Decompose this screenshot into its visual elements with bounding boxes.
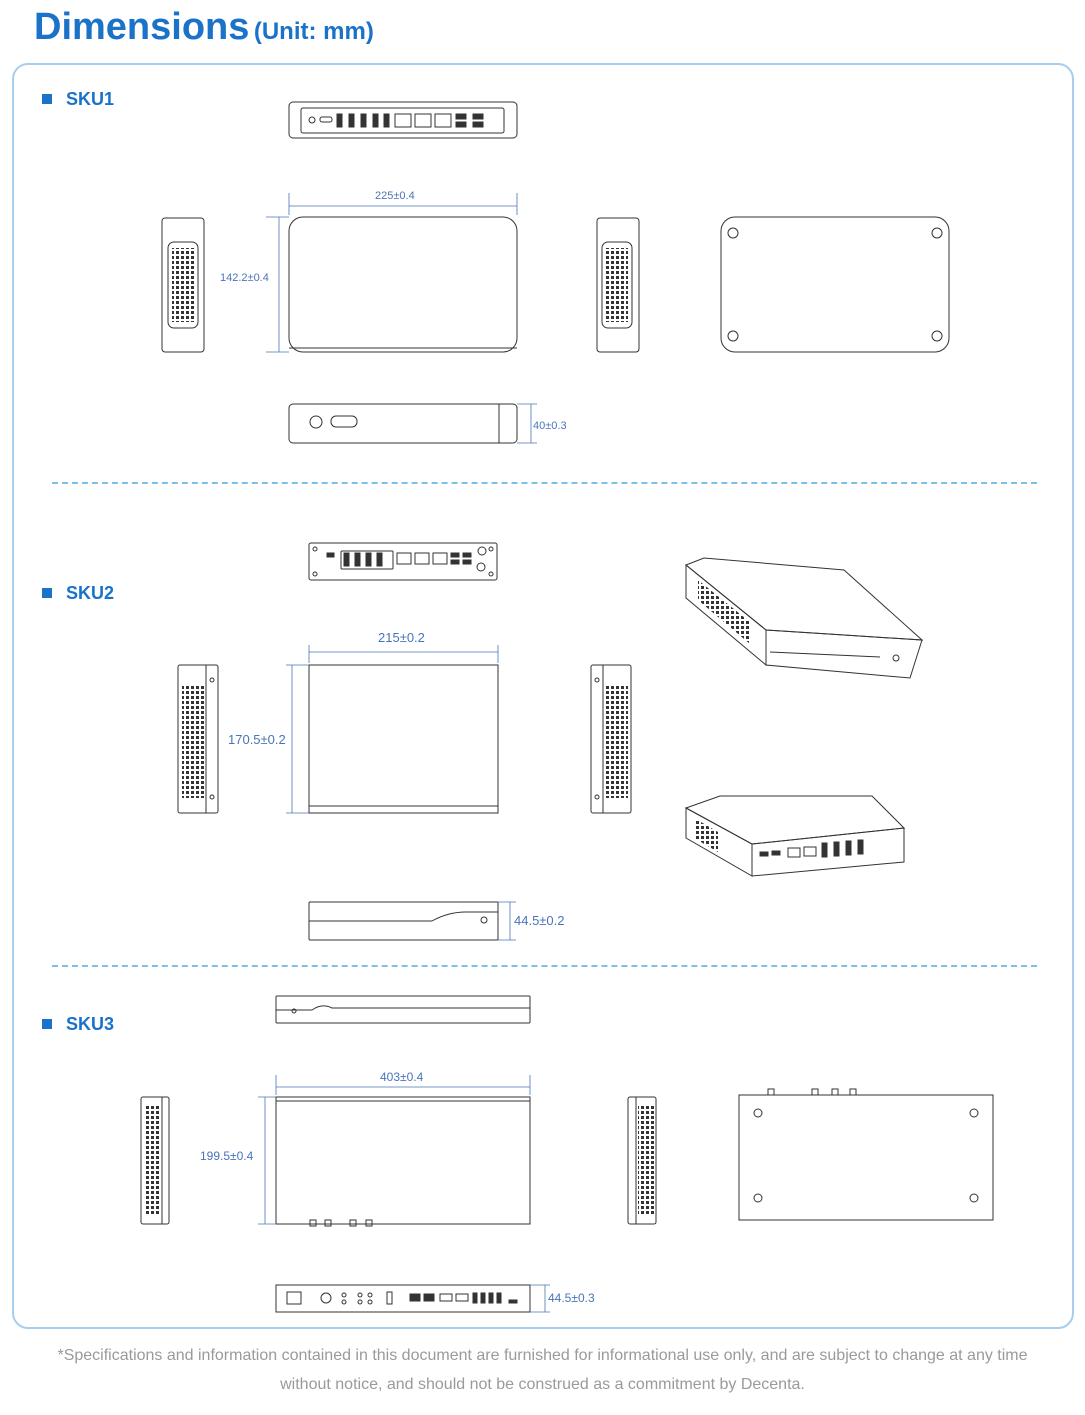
sku3-heading: SKU3 [42, 1014, 114, 1035]
sku2-isometric-front [685, 557, 924, 679]
bullet-square-icon [42, 1019, 52, 1029]
footer-disclaimer: *Specifications and information containe… [57, 1347, 1028, 1393]
sku2-side-view [308, 901, 499, 941]
section-divider [52, 965, 1037, 967]
sku3-right-view [627, 1096, 657, 1225]
sku2-right-view [590, 664, 632, 814]
sku3-depth-label: 199.5±0.4 [200, 1149, 254, 1163]
sku1-rear-view [288, 403, 518, 444]
sku1-bottom-view [720, 216, 950, 353]
sku2-width-label: 215±0.2 [378, 630, 425, 645]
sku3-dimension-lines [258, 1075, 550, 1313]
sku1-top-view [288, 216, 518, 353]
sku1-width-label: 225±0.4 [375, 190, 415, 202]
sku2-front-view [308, 542, 498, 581]
sku1-left-view [161, 217, 205, 353]
sku1-front-view [288, 101, 518, 139]
section-divider [52, 482, 1037, 484]
sku2-heading: SKU2 [42, 583, 114, 604]
sku2-depth-label: 170.5±0.2 [228, 732, 286, 747]
bullet-square-icon [42, 588, 52, 598]
sku1-depth-label: 142.2±0.4 [220, 272, 269, 284]
title-unit: (Unit: mm) [253, 18, 374, 45]
sku3-left-view [140, 1096, 170, 1225]
sku2-left-view [177, 664, 219, 814]
sku1-dimension-lines [266, 193, 537, 444]
sku3-bottom-view [738, 1088, 994, 1221]
sku1-height-label: 40±0.3 [533, 420, 567, 432]
sku2-height-label: 44.5±0.2 [514, 913, 565, 928]
sku1-heading: SKU1 [42, 89, 114, 110]
sku3-width-label: 403±0.4 [380, 1070, 424, 1084]
sku3-top-view [275, 1096, 531, 1227]
sku3-height-label: 44.5±0.3 [548, 1291, 595, 1305]
sku3-rear-view [275, 1284, 531, 1313]
sku2-top-view [308, 664, 499, 814]
sku1-right-view [596, 217, 640, 353]
page-title: Dimensions (Unit: mm) [34, 6, 374, 49]
sku2-dimension-lines [286, 645, 516, 941]
sku2-isometric-rear [684, 795, 906, 877]
dimensions-panel [12, 63, 1074, 1329]
sku3-side-view [275, 995, 531, 1024]
bullet-square-icon [42, 94, 52, 104]
title-text: Dimensions [34, 6, 250, 48]
